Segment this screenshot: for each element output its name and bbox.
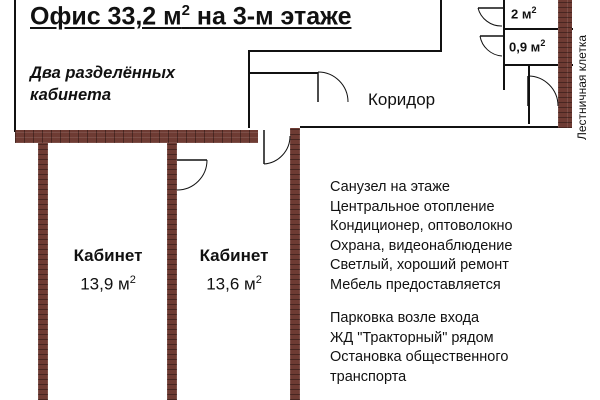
door-icon-small-room-top <box>477 7 504 27</box>
brick-wall-left <box>38 143 48 400</box>
feature-item: Кондиционер, оптоволокно <box>330 218 513 234</box>
brick-wall-top <box>15 130 258 143</box>
outer-wall-line-left <box>14 0 16 132</box>
room-label-stairwell: Лестничная клетка <box>575 34 589 140</box>
brick-wall-stairwell <box>558 0 572 128</box>
notch-wall-vertical <box>440 0 442 52</box>
room-label-small-top: 2 м2 <box>511 5 536 21</box>
feature-item: Мебель предоставляется <box>330 276 501 293</box>
room-area-value: 13,9 м <box>80 274 130 294</box>
room-name: Кабинет <box>199 246 269 265</box>
corridor-wall-left <box>248 50 250 128</box>
page-title: Офис 33,2 м2 на 3-м этаже <box>30 2 351 31</box>
feature-item: Парковка возле входа <box>330 310 480 326</box>
brick-wall-right <box>290 128 300 400</box>
small-room-divider <box>503 28 573 30</box>
feature-item: Остановка общественного <box>330 349 509 365</box>
feature-item: Санузел на этаже <box>330 179 451 195</box>
room-area-value: 13,6 м <box>206 274 256 294</box>
title-sup: 2 <box>181 2 190 19</box>
feature-item: транспорта <box>330 368 407 385</box>
small-room-bottom-wall <box>503 64 573 66</box>
room-area-sup: 2 <box>129 274 136 286</box>
small-top-area: 2 м <box>511 6 532 22</box>
feature-item: Светлый, хороший ремонт <box>330 257 509 273</box>
feature-item: Центральное отопление <box>330 198 495 215</box>
subtitle: Два разделённых кабинета <box>30 64 176 104</box>
small-bottom-sup: 2 <box>540 38 546 48</box>
small-top-sup: 2 <box>531 5 537 15</box>
features-list: Санузел на этаже Центральное отопление К… <box>330 178 513 387</box>
door-icon-small-room-bottom <box>479 35 504 57</box>
corridor-bottom-wall <box>300 126 572 128</box>
room-label-cabinet-left: Кабинет 13,9 м2 <box>50 244 166 297</box>
room-area: 13,6 м2 <box>178 268 290 297</box>
corridor-wall-upper <box>248 72 318 74</box>
door-icon-cabinet-right <box>176 159 208 191</box>
corridor-wall-right <box>528 64 530 124</box>
feature-item: ЖД "Тракторный" рядом <box>330 329 494 346</box>
door-icon-stairwell <box>527 75 559 107</box>
features-spacer <box>330 295 513 309</box>
room-label-corridor: Коридор <box>368 90 436 109</box>
door-icon-entrance <box>263 130 291 165</box>
room-label-cabinet-right: Кабинет 13,6 м2 <box>178 244 290 297</box>
brick-wall-middle <box>167 143 177 400</box>
notch-wall-horizontal <box>248 50 442 52</box>
small-bottom-area: 0,9 м <box>509 39 541 55</box>
room-area-sup: 2 <box>255 274 262 286</box>
title-prefix: Офис 33,2 м <box>30 2 182 31</box>
door-icon-corridor <box>317 71 349 103</box>
feature-item: Охрана, видеонаблюдение <box>330 237 513 254</box>
room-area: 13,9 м2 <box>50 268 166 297</box>
room-label-small-bottom: 0,9 м2 <box>509 38 545 54</box>
title-suffix: на 3-м этаже <box>189 2 352 31</box>
small-room-wall-vertical <box>503 0 505 90</box>
room-name: Кабинет <box>73 246 143 265</box>
